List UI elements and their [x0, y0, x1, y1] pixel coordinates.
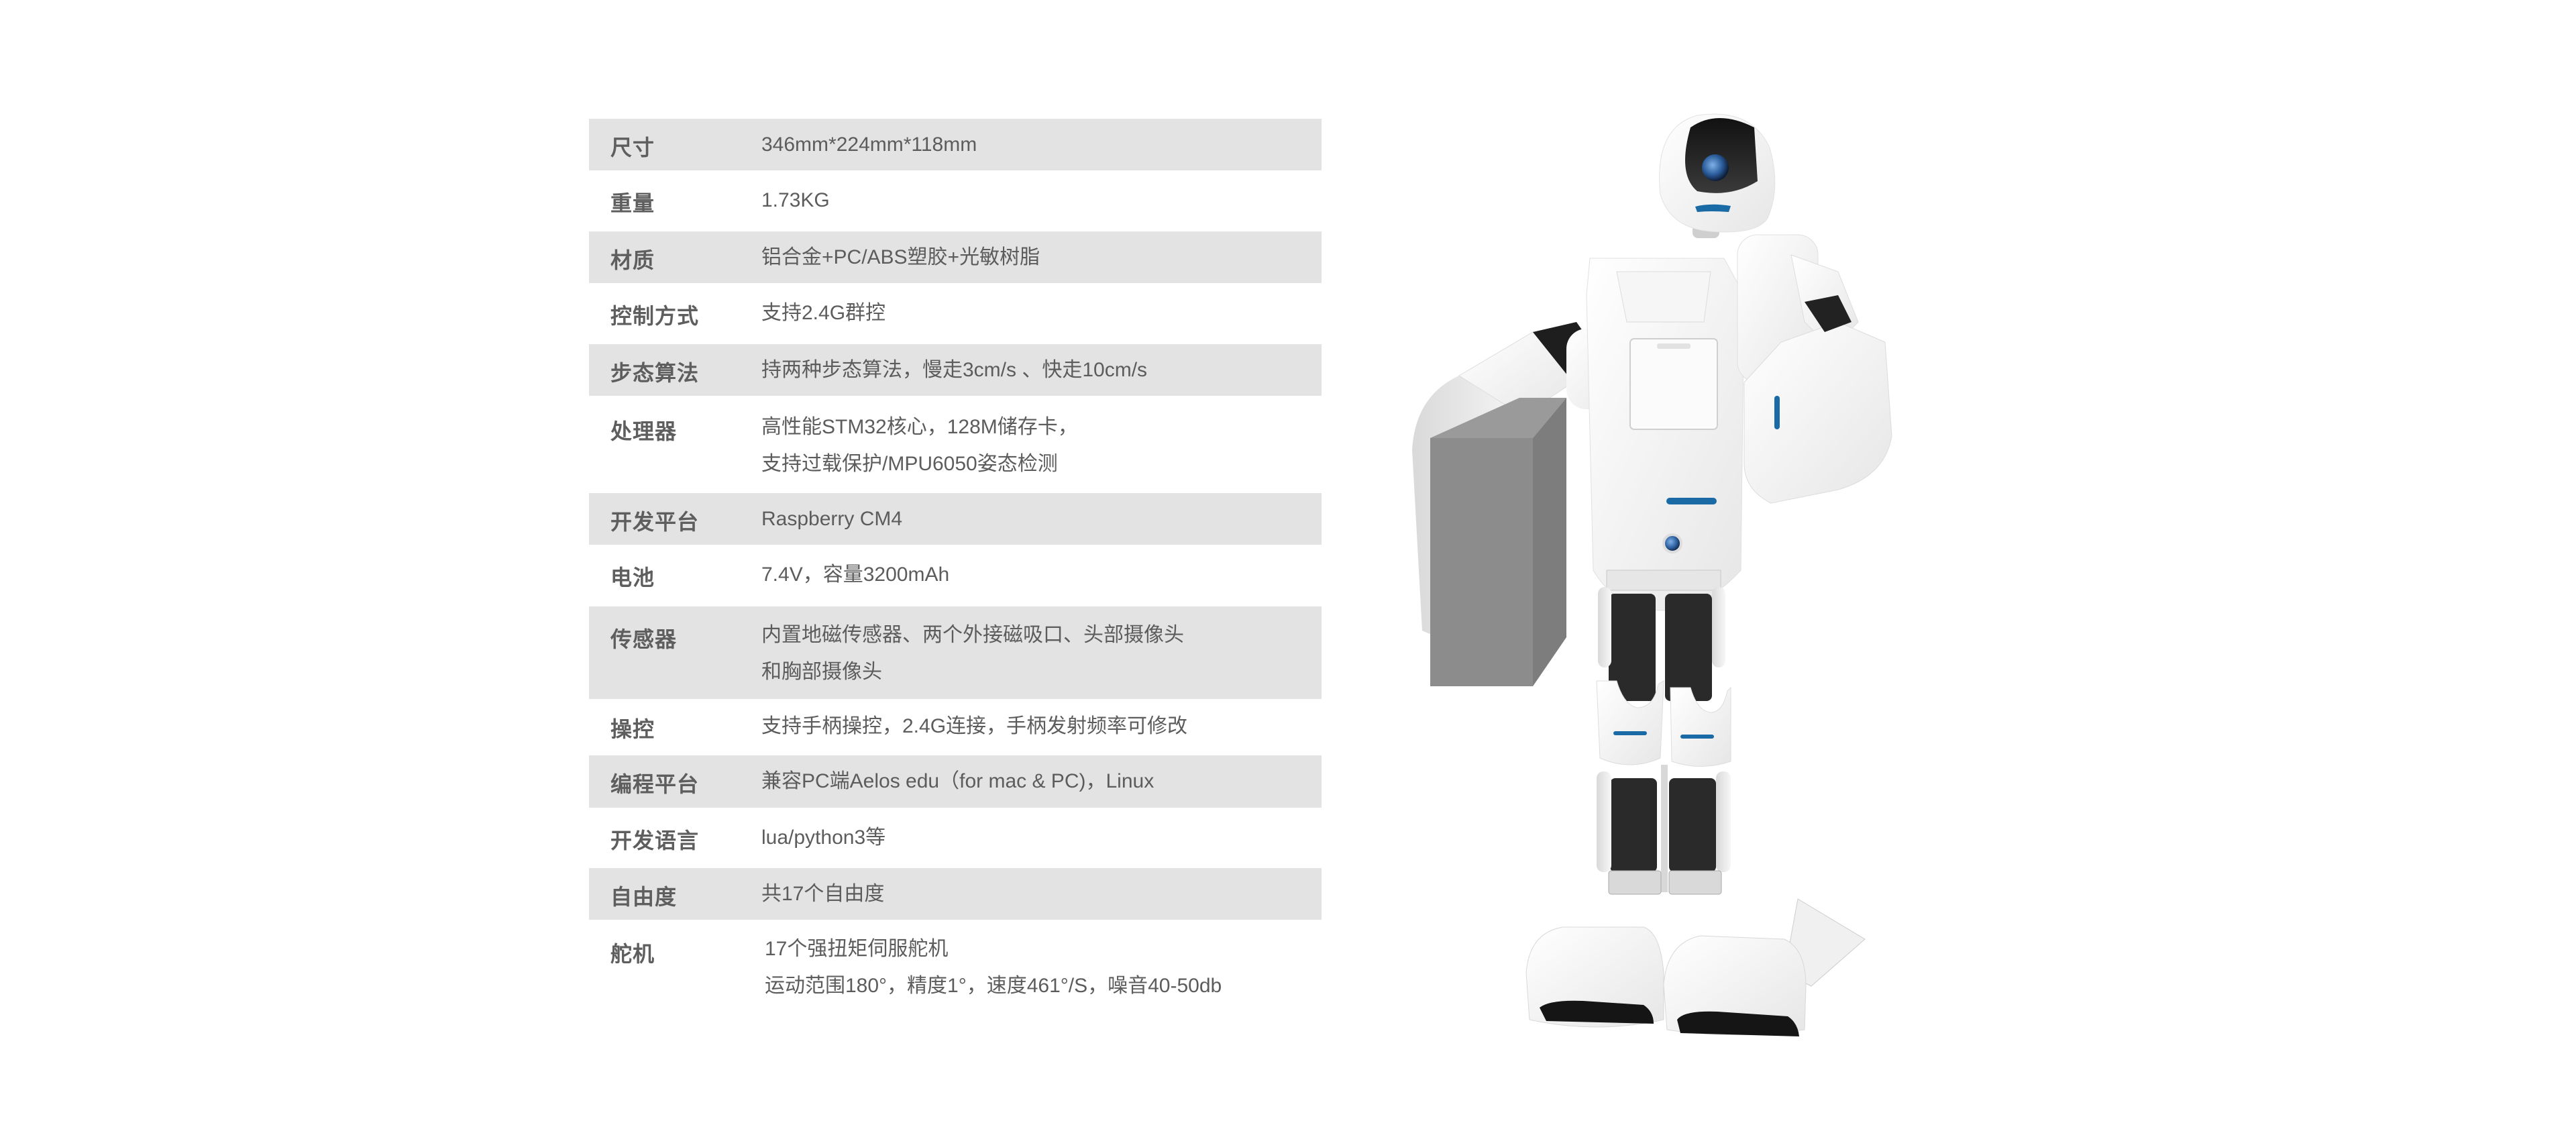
spec-label: 处理器	[610, 419, 678, 443]
spec-value: Raspberry CM4	[761, 508, 903, 530]
spec-value: 1.73KG	[761, 189, 830, 211]
spec-label: 开发平台	[610, 510, 700, 534]
spec-value: 17个强扭矩伺服舵机 运动范围180°，精度1°，速度461°/S，噪音40-5…	[765, 938, 1222, 997]
spec-value: lua/python3等	[761, 826, 886, 849]
head-accent-light	[1695, 204, 1731, 212]
foam-block	[1430, 398, 1566, 686]
spec-label: 开发语言	[610, 828, 700, 853]
legs	[1596, 587, 1731, 895]
spec-row-battery: 电池 7.4V，容量3200mAh	[589, 545, 1322, 606]
torso	[1586, 258, 1745, 611]
spec-row-dev-platform: 开发平台 Raspberry CM4	[589, 493, 1322, 545]
spec-value: 支持手柄操控，2.4G连接，手柄发射频率可修改	[761, 715, 1188, 737]
spec-value: 共17个自由度	[761, 883, 885, 905]
spec-value: 346mm*224mm*118mm	[761, 133, 977, 156]
chest-camera-icon	[1662, 533, 1682, 553]
spec-value: 高性能STM32核心，128M储存卡， 支持过载保护/MPU6050姿态检测	[761, 416, 1078, 475]
knee-accent-light-left	[1613, 731, 1647, 735]
spec-label: 重量	[610, 191, 655, 215]
right-arm	[1737, 234, 1892, 504]
spec-row-control-mode: 控制方式 支持2.4G群控	[589, 283, 1322, 344]
spec-label: 材质	[610, 248, 655, 272]
spec-value: 铝合金+PC/ABS塑胶+光敏树脂	[761, 246, 1040, 268]
spec-label: 步态算法	[610, 361, 700, 385]
spec-row-weight: 重量 1.73KG	[589, 170, 1322, 231]
head	[1659, 113, 1776, 238]
spec-value: 兼容PC端Aelos edu（for mac & PC)，Linux	[761, 770, 1155, 792]
spec-label: 操控	[610, 717, 655, 741]
spec-row-dof: 自由度 共17个自由度	[589, 868, 1322, 920]
spec-row-size: 尺寸 346mm*224mm*118mm	[589, 119, 1322, 170]
spec-label: 舵机	[610, 942, 655, 966]
knee-accent-light-right	[1680, 735, 1714, 739]
spec-row-sensors: 传感器 内置地磁传感器、两个外接磁吸口、头部摄像头 和胸部摄像头	[589, 606, 1322, 699]
spec-row-operation: 操控 支持手柄操控，2.4G连接，手柄发射频率可修改	[589, 699, 1322, 755]
arm-accent-light	[1774, 396, 1780, 429]
spec-row-gait: 步态算法 持两种步态算法，慢走3cm/s 、快走10cm/s	[589, 344, 1322, 396]
spec-row-material: 材质 铝合金+PC/ABS塑胶+光敏树脂	[589, 231, 1322, 283]
spec-table: 尺寸 346mm*224mm*118mm 重量 1.73KG 材质 铝合金+PC…	[589, 119, 1322, 1020]
head-camera-icon	[1702, 154, 1729, 181]
spec-row-programming-platform: 编程平台 兼容PC端Aelos edu（for mac & PC)，Linux	[589, 755, 1322, 808]
spec-row-servo: 舵机 17个强扭矩伺服舵机 运动范围180°，精度1°，速度461°/S，噪音4…	[589, 920, 1322, 1020]
robot-product-image	[1412, 113, 1892, 1036]
spec-row-processor: 处理器 高性能STM32核心，128M储存卡， 支持过载保护/MPU6050姿态…	[589, 396, 1322, 493]
feet	[1525, 898, 1866, 1036]
spec-label: 尺寸	[610, 136, 655, 160]
spec-label: 控制方式	[610, 304, 700, 328]
spec-value: 7.4V，容量3200mAh	[761, 564, 950, 586]
spec-label: 编程平台	[610, 772, 700, 796]
spec-value: 持两种步态算法，慢走3cm/s 、快走10cm/s	[761, 359, 1148, 381]
chest-accent-light	[1666, 498, 1717, 504]
spec-row-dev-language: 开发语言 lua/python3等	[589, 808, 1322, 868]
spec-label: 自由度	[610, 885, 678, 909]
spec-value: 支持2.4G群控	[761, 302, 886, 324]
spec-label: 电池	[610, 566, 655, 590]
spec-value: 内置地磁传感器、两个外接磁吸口、头部摄像头 和胸部摄像头	[761, 624, 1184, 683]
spec-label: 传感器	[610, 627, 678, 651]
